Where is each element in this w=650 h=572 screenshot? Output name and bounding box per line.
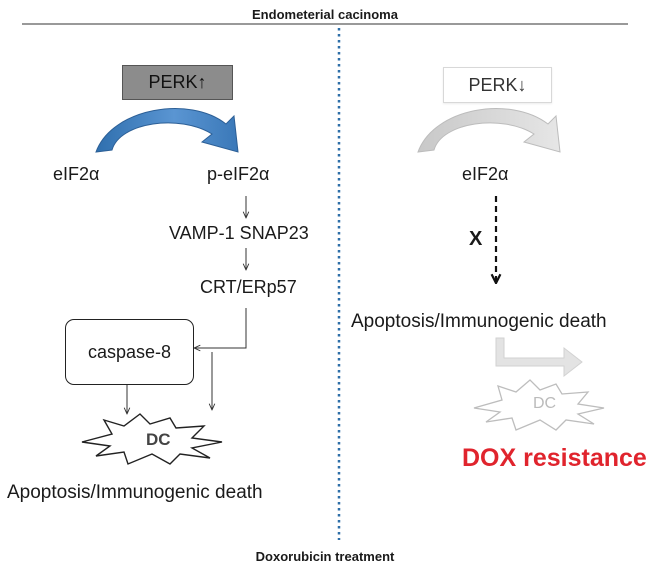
gray-curved-arrow	[417, 107, 561, 153]
header-title: Endometerial cacinoma	[252, 7, 398, 22]
eif2a-label-right: eIF2α	[462, 164, 509, 184]
p-eif2a-label: p-eIF2α	[207, 164, 270, 184]
dc-label-left: DC	[146, 430, 171, 449]
eif2a-label-left: eIF2α	[53, 164, 100, 184]
perk-down-box: PERK↓	[443, 67, 552, 103]
vamp-snap-label: VAMP-1 SNAP23	[169, 223, 309, 243]
apoptosis-label-left: Apoptosis/Immunogenic death	[7, 482, 263, 503]
arrow-crt-caspase	[194, 308, 247, 348]
dc-burst-right	[473, 379, 605, 431]
footer-title: Doxorubicin treatment	[255, 549, 395, 564]
block-x-mark: X	[469, 228, 483, 250]
faded-block-arrow	[495, 337, 583, 378]
crt-erp57-label: CRT/ERp57	[200, 277, 297, 297]
apoptosis-label-right: Apoptosis/Immunogenic death	[351, 311, 607, 332]
dox-resistance-label: DOX resistance	[462, 444, 647, 472]
blue-curved-arrow	[95, 107, 239, 153]
perk-up-box: PERK↑	[122, 65, 233, 100]
dc-burst-left	[81, 413, 223, 465]
dc-label-right: DC	[533, 395, 557, 412]
caspase-8-box: caspase-8	[65, 319, 194, 385]
